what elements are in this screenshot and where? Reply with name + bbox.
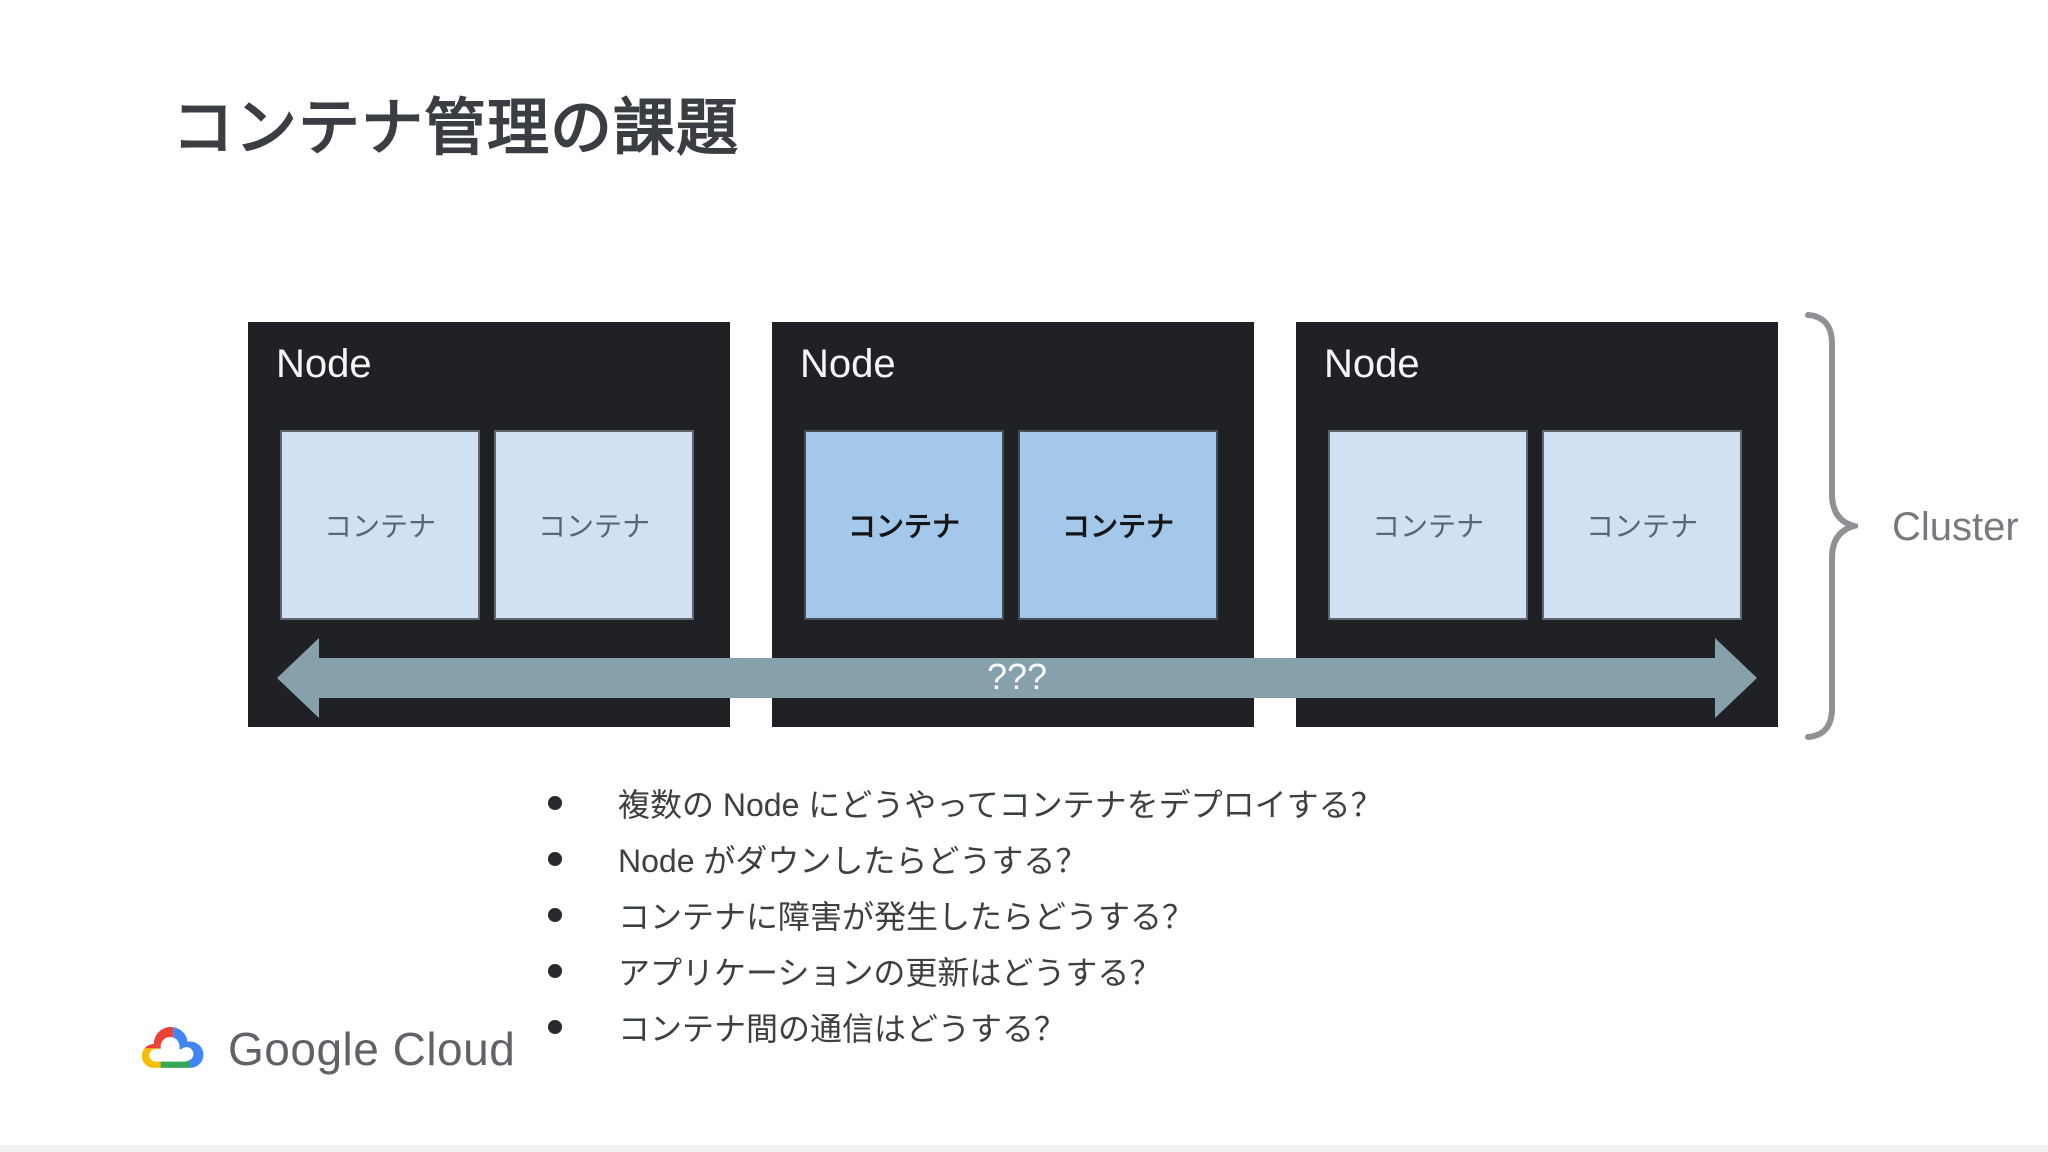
bullet-dot-icon [548,964,562,978]
arrow-left-head-icon [277,638,319,718]
node-label: Node [276,342,372,386]
bullet-item: アプリケーションの更新はどうする？ [548,943,1383,999]
container-box: コンテナ [280,430,480,620]
container-box: コンテナ [494,430,694,620]
bullet-dot-icon [548,796,562,810]
slide-bottom-edge [0,1145,2048,1152]
slide-title: コンテナ管理の課題 [172,94,740,163]
bullet-dot-icon [548,852,562,866]
container-label: コンテナ [537,511,650,542]
bullet-text: コンテナに障害が発生したらどうする？ [618,899,1195,935]
cluster-brace-icon [1805,312,1858,740]
google-cloud-icon [141,1026,204,1068]
container-label: コンテナ [1585,511,1698,542]
container-label: コンテナ [323,511,436,542]
bullet-list: 複数の Node にどうやってコンテナをデプロイする？ Node がダウンしたら… [548,775,1383,1055]
bullet-item: コンテナ間の通信はどうする？ [548,999,1383,1055]
bullet-text: 複数の Node にどうやってコンテナをデプロイする？ [618,787,1383,823]
node-label: Node [1324,342,1420,386]
deploy-arrow: ??? [319,658,1715,698]
container-box: コンテナ [1542,430,1742,620]
bullet-text: アプリケーションの更新はどうする？ [618,955,1162,991]
google-cloud-wordmark: Google Cloud [228,1023,516,1075]
arrow-label: ??? [986,656,1048,697]
bullet-dot-icon [548,908,562,922]
bullet-dot-icon [548,1020,562,1034]
container-box: コンテナ [1328,430,1528,620]
bullet-item: Node がダウンしたらどうする？ [548,831,1383,887]
container-label: コンテナ [1061,511,1174,542]
container-label: コンテナ [847,511,960,542]
bullet-text: Node がダウンしたらどうする？ [618,843,1088,879]
node-label: Node [800,342,896,386]
bullet-text: コンテナ間の通信はどうする？ [618,1011,1067,1047]
bullet-item: 複数の Node にどうやってコンテナをデプロイする？ [548,775,1383,831]
container-box-highlighted: コンテナ [1018,430,1218,620]
container-label: コンテナ [1371,511,1484,542]
google-cloud-logo: Google Cloud [138,1022,515,1076]
bullet-item: コンテナに障害が発生したらどうする？ [548,887,1383,943]
container-box-highlighted: コンテナ [804,430,1004,620]
cluster-label: Cluster [1892,505,2019,549]
arrow-right-head-icon [1715,638,1757,718]
